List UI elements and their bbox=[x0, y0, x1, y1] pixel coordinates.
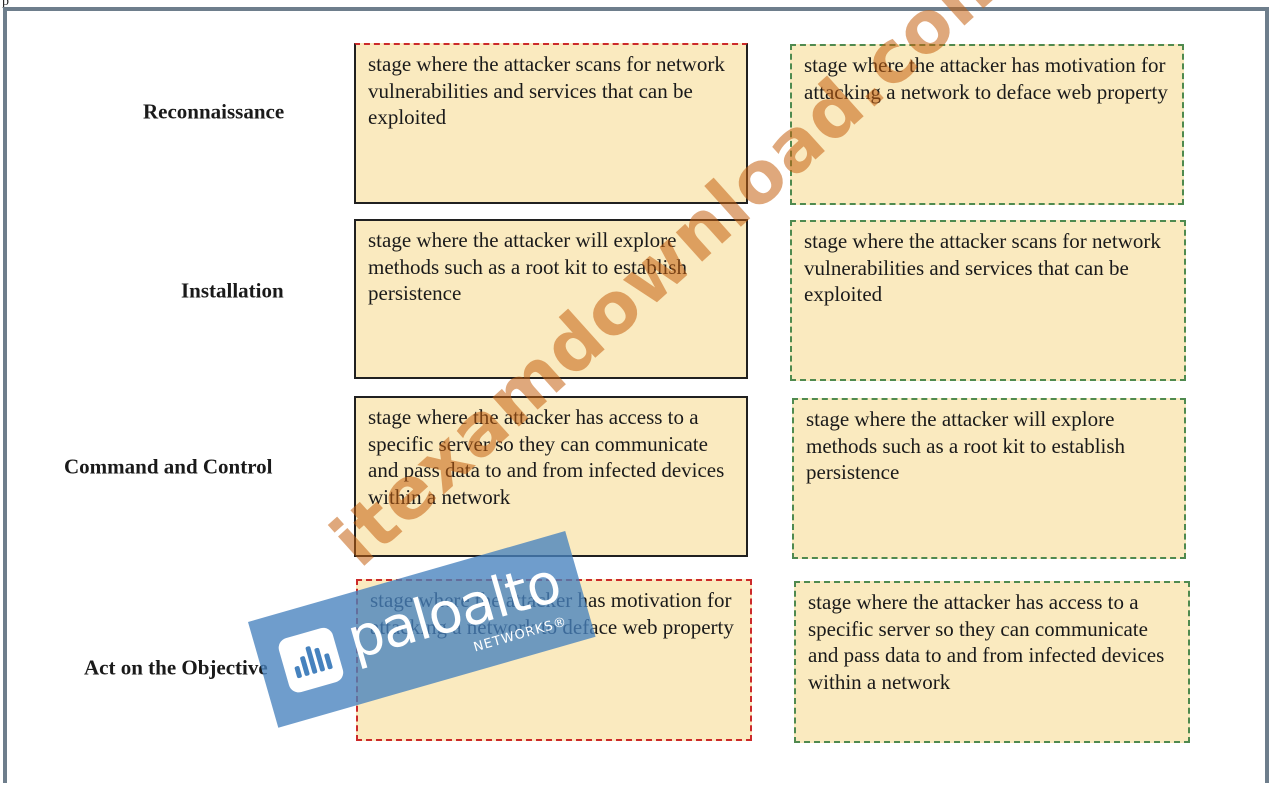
stage-label-command-and-control: Command and Control bbox=[64, 454, 273, 479]
answer-box-command-and-control[interactable]: stage where the attacker has access to a… bbox=[354, 396, 748, 557]
option-box-2[interactable]: stage where the attacker scans for netwo… bbox=[790, 220, 1186, 381]
corner-mark: p bbox=[2, 0, 9, 9]
option-box-3[interactable]: stage where the attacker will explore me… bbox=[792, 398, 1186, 559]
paloalto-logo: paloalto NETWORKS® bbox=[248, 531, 596, 728]
option-box-1[interactable]: stage where the attacker has motivation … bbox=[790, 44, 1184, 205]
answer-box-reconnaissance[interactable]: stage where the attacker scans for netwo… bbox=[354, 43, 748, 204]
stage-label-installation: Installation bbox=[181, 278, 284, 303]
answer-box-installation[interactable]: stage where the attacker will explore me… bbox=[354, 219, 748, 379]
paloalto-mark-icon bbox=[276, 625, 346, 695]
option-box-4[interactable]: stage where the attacker has access to a… bbox=[794, 581, 1190, 743]
stage-label-act-on-objective: Act on the Objective bbox=[84, 655, 268, 680]
stage-label-reconnaissance: Reconnaissance bbox=[143, 99, 285, 124]
